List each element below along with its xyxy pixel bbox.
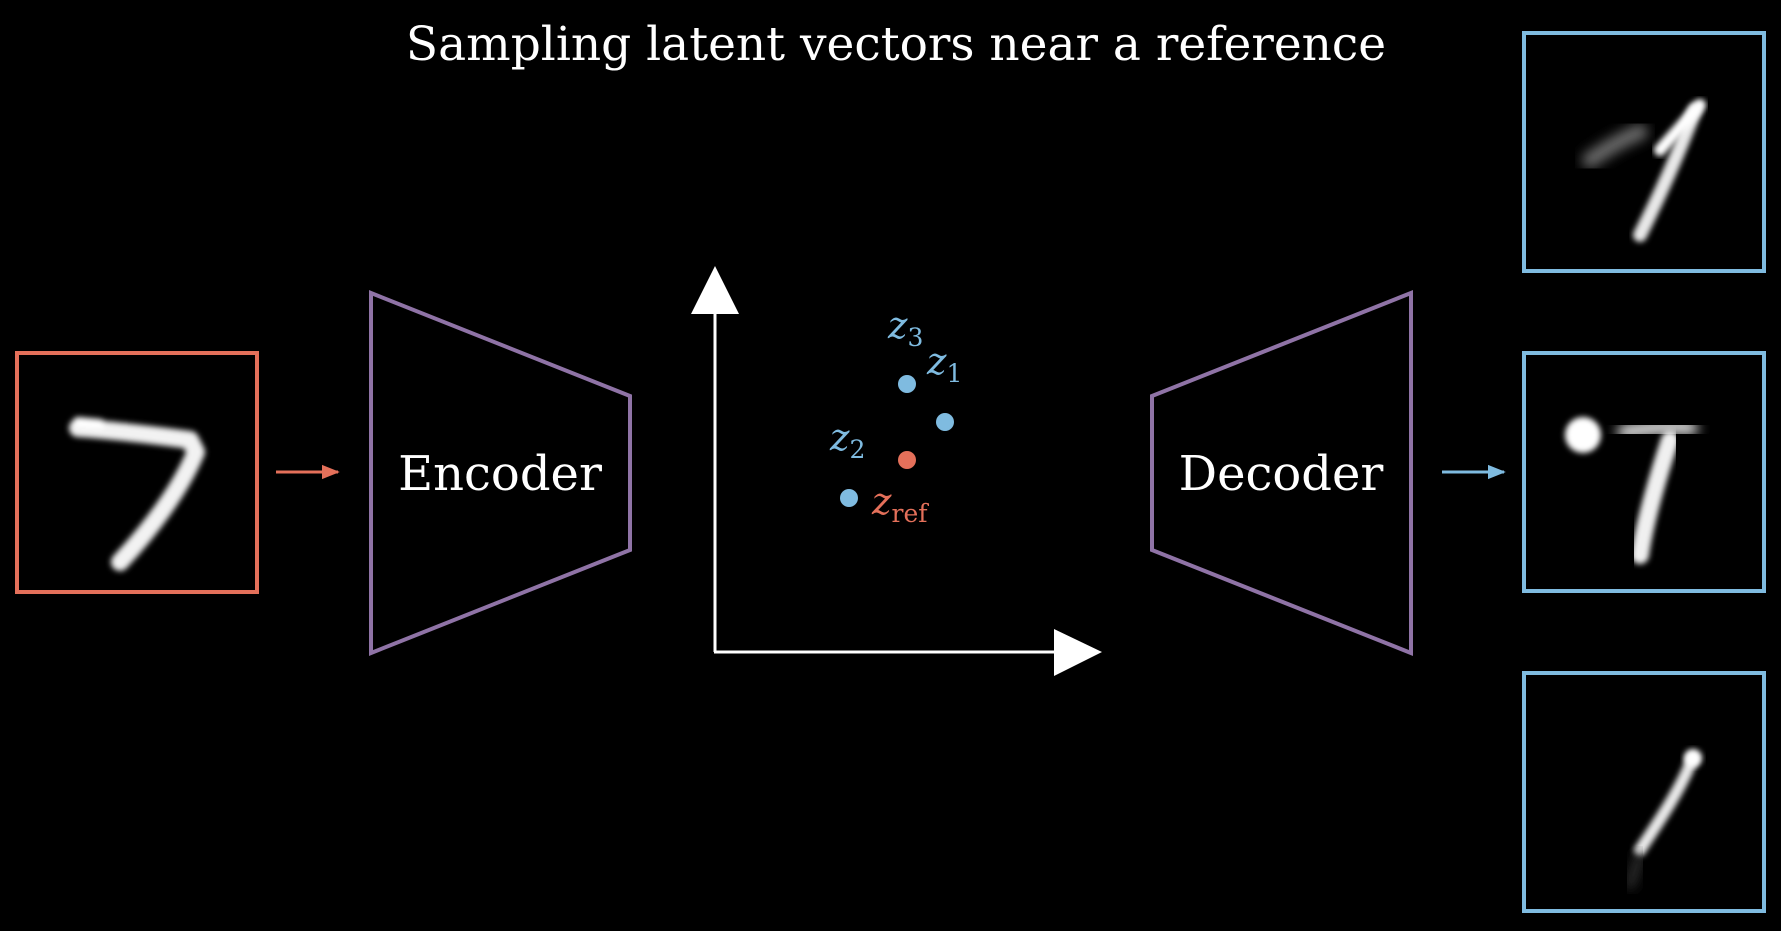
output-image-1 bbox=[1522, 31, 1766, 273]
latent-label-z1: z1 bbox=[926, 340, 962, 388]
latent-point-z2 bbox=[840, 489, 858, 507]
encoder-block: Encoder bbox=[369, 290, 632, 656]
latent-label-z3: z3 bbox=[887, 304, 923, 352]
decoder-label: Decoder bbox=[1179, 446, 1384, 502]
diagram-title: Sampling latent vectors near a reference bbox=[406, 17, 1386, 72]
latent-space-axes bbox=[691, 266, 1102, 676]
latent-label-z2: z2 bbox=[829, 416, 865, 464]
generated-digit-icon bbox=[1626, 749, 1702, 889]
decoder-shape bbox=[1150, 290, 1413, 656]
latent-point-zref bbox=[898, 451, 916, 469]
encoder-label: Encoder bbox=[398, 446, 602, 502]
encoder-shape bbox=[369, 290, 632, 656]
latent-points: z3 z1 z2 zref bbox=[829, 304, 962, 528]
input-image bbox=[15, 351, 259, 594]
output-image-3 bbox=[1522, 671, 1766, 913]
y-axis-arrowhead-icon bbox=[691, 266, 739, 314]
x-axis-arrowhead-icon bbox=[1054, 629, 1102, 676]
generated-digit-icon bbox=[1582, 99, 1706, 242]
digit-7-icon bbox=[69, 417, 205, 571]
decoder-block: Decoder bbox=[1150, 290, 1413, 656]
output-image-2 bbox=[1522, 351, 1766, 593]
latent-point-z3 bbox=[898, 375, 916, 393]
latent-label-zref: zref bbox=[871, 480, 929, 528]
latent-point-z1 bbox=[936, 413, 954, 431]
generated-digit-icon bbox=[1565, 417, 1698, 564]
output-image-frame bbox=[1522, 671, 1766, 913]
